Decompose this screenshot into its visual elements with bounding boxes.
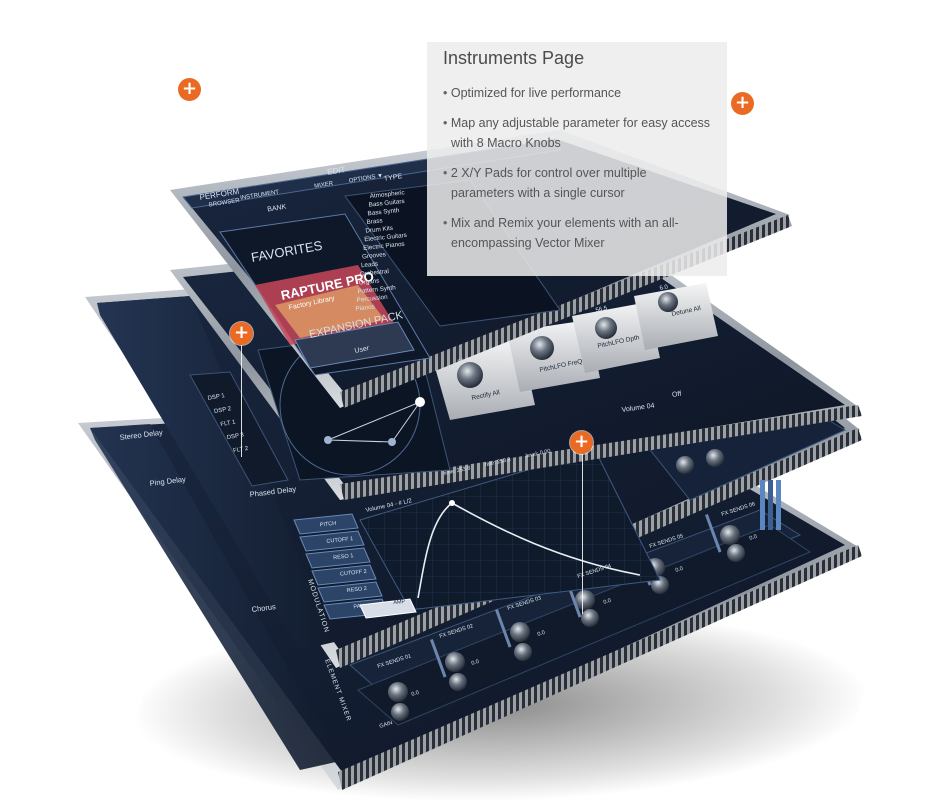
level-readout: level: 0.00 [525, 448, 551, 459]
list-item[interactable]: Orchestral [360, 268, 390, 278]
send-value: 0.0 [537, 630, 546, 638]
expansion-pack-button[interactable]: EXPANSION PACK [308, 309, 405, 341]
list-item[interactable]: Drum Kits [365, 225, 393, 235]
hotspot-plus-button[interactable]: + [230, 322, 253, 345]
options-button[interactable]: OPTIONS ▼ [348, 173, 383, 184]
list-item[interactable]: Leads [361, 261, 379, 270]
gain-label: GAIN [379, 720, 394, 730]
fx-sends-03-label: FX SENDS 03 [507, 595, 542, 612]
flt-1-label[interactable]: FLT 1 [220, 420, 237, 429]
send-value: 0.0 [749, 534, 758, 542]
fx-sends-05-label: FX SENDS 05 [649, 533, 684, 550]
macro-2-label[interactable]: PitchLFO FreQ [539, 358, 583, 374]
fx-sends-06-label: FX SENDS 06 [721, 501, 756, 518]
macro-3-label[interactable]: PitchLFO Dpth [597, 334, 641, 350]
mod-amp-button[interactable]: AMP [393, 599, 406, 606]
hotspot-leader-line [241, 345, 242, 457]
list-item[interactable]: Electric Pianos [363, 241, 405, 252]
effect-ping-delay[interactable]: Ping Delay [149, 475, 186, 488]
list-item[interactable]: Organs [358, 277, 379, 286]
macro-3-value: 56.5 [595, 306, 608, 314]
mod-pan-button[interactable]: PAN [353, 603, 364, 610]
send-value: 0.0 [471, 659, 480, 667]
category-list: Atmospheric Bass Guitars Bass Synth Bras… [355, 189, 407, 313]
dsp-3-label[interactable]: DSP 3 [226, 432, 245, 441]
list-item[interactable]: Bass Guitars [368, 198, 405, 209]
list-item[interactable]: Pattern Synth [357, 284, 396, 295]
time-readout: time: 253.8 [443, 465, 471, 477]
browser-button[interactable]: BROWSER [209, 198, 241, 209]
feature-item: Optimized for live performance [443, 83, 713, 103]
macro-4-label[interactable]: Detune All [671, 305, 702, 318]
mod-reso-1-button[interactable]: RESO 1 [333, 553, 354, 561]
send-value: 0.0 [675, 566, 684, 574]
mod-reso-2-button[interactable]: RESO 2 [346, 586, 367, 594]
macro-1-label[interactable]: Rectify All [471, 389, 501, 402]
effect-phased-delay[interactable]: Phased Delay [249, 484, 297, 499]
feature-item: Mix and Remix your elements with an all-… [443, 213, 713, 253]
hotspot-leader-line [582, 454, 583, 614]
rate-readout: rate: 253.8 [484, 457, 511, 468]
hotspot-plus-button[interactable]: + [731, 92, 754, 115]
feature-list: Optimized for live performance Map any a… [443, 83, 713, 253]
effect-stereo-delay[interactable]: Stereo Delay [119, 428, 163, 442]
macro-2-value: 60.5 [529, 332, 542, 340]
type-label: TYPE [384, 173, 403, 183]
hotspot-plus-button[interactable]: + [570, 431, 593, 454]
tab-edit[interactable]: EDIT [327, 165, 347, 177]
fx-sends-01-label: FX SENDS 01 [377, 653, 412, 670]
send-value: 0.0 [603, 598, 612, 606]
envelope-label: Volume 04 - # L/2 [365, 498, 413, 514]
macro-1-value: 56.5 [457, 358, 470, 366]
favorites-title: FAVORITES [250, 238, 324, 265]
mod-pitch-button[interactable]: PITCH [319, 521, 336, 529]
list-item[interactable]: Percussion [356, 294, 388, 304]
modulation-buttons [293, 513, 417, 620]
envelope-graph [359, 449, 661, 611]
hotspot-plus-button[interactable]: + [178, 78, 201, 101]
feature-item: Map any adjustable parameter for easy ac… [443, 113, 713, 153]
volume-label: Volume 04 [621, 402, 655, 414]
dsp-2-label[interactable]: DSP 2 [214, 406, 233, 415]
off-selector[interactable]: Off [672, 391, 682, 399]
list-item[interactable]: Atmospheric [369, 189, 405, 200]
element-mixer-title: ELEMENT MIXER [323, 658, 352, 722]
mixer-button[interactable]: MIXER [314, 181, 334, 190]
list-item[interactable]: Bass Synth [367, 207, 400, 217]
feature-item: 2 X/Y Pads for control over multiple par… [443, 163, 713, 203]
mod-cutoff-2-button[interactable]: CUTOFF 2 [340, 569, 367, 578]
list-item[interactable]: Grooves [362, 251, 386, 260]
mixer-knobs [388, 525, 745, 721]
fx-sends-02-label: FX SENDS 02 [439, 623, 474, 640]
dsp-1-label[interactable]: DSP 1 [207, 393, 226, 402]
modulation-title: MODULATION [306, 578, 330, 634]
feature-callout: Instruments Page Optimized for live perf… [427, 42, 727, 276]
envelope-curve [417, 502, 641, 599]
send-value: 0.0 [411, 690, 420, 698]
list-item[interactable]: Electric Guitars [364, 232, 407, 243]
mod-cutoff-1-button[interactable]: CUTOFF 1 [326, 536, 353, 545]
macro-4-value: 6.0 [659, 284, 669, 292]
list-item[interactable]: Pianos [355, 304, 375, 313]
macro-pads [430, 283, 718, 420]
callout-title: Instruments Page [443, 48, 585, 68]
user-button[interactable]: User [354, 345, 371, 355]
list-item[interactable]: Brass [366, 217, 383, 226]
effect-chorus[interactable]: Chorus [251, 602, 276, 614]
instrument-button[interactable]: INSTRUMENT [240, 190, 280, 202]
bank-label: BANK [267, 204, 287, 214]
